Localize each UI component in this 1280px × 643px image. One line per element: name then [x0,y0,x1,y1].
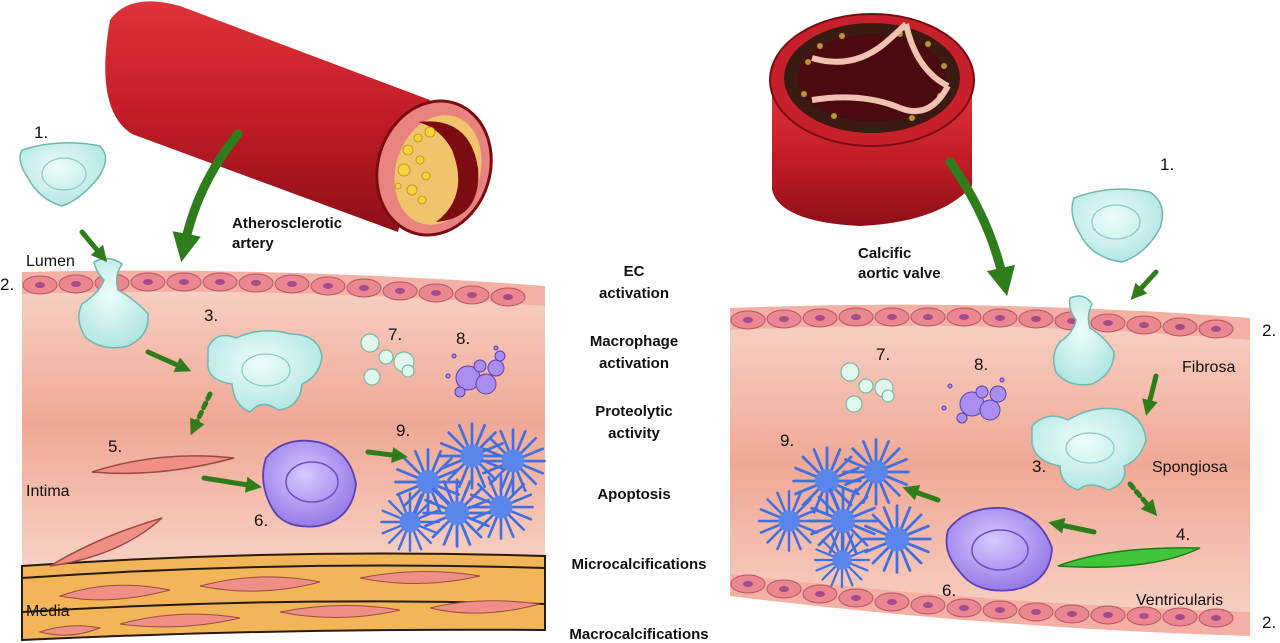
osteogenic-cell-right-6 [945,506,1053,592]
left-title-line2: artery [232,235,274,252]
right-step-2-top: 2. [1262,321,1276,340]
vesicles-left-7 [360,333,415,386]
step-macro-line2: activation [599,355,669,372]
label-media: Media [26,603,70,620]
media-layer [21,552,546,642]
monocyte-right-transmigrating [1053,295,1115,386]
step-ec-line1: EC [624,263,645,280]
step-ec-line2: activation [599,285,669,302]
macrophage-left-3 [207,330,323,413]
smooth-muscle-cell-left-5 [91,455,235,475]
endothelial-layer-left [22,270,545,307]
step-macrocalc: Macrocalcifications [569,626,708,643]
monocyte-left-transmigrating [78,257,149,349]
center-step-labels: EC activation Macrophage activation Prot… [569,263,708,643]
endothelial-layer-right-bottom [730,574,1250,636]
calcific-aortic-valve [769,13,975,226]
right-panel-labels: Calcific aortic valve Fibrosa Spongiosa … [780,155,1276,632]
right-step-2-bottom: 2. [1262,613,1276,632]
arrows-right [902,157,1159,535]
right-step-6: 6. [942,581,956,600]
step-macro-line1: Macrophage [590,333,678,350]
right-step-8: 8. [974,355,988,374]
right-step-4: 4. [1176,525,1190,544]
apoptotic-bodies-left-8 [445,345,506,398]
right-step-1: 1. [1160,155,1174,174]
left-title-line1: Atherosclerotic [232,215,342,232]
step-prot-line2: activity [608,425,660,442]
step-microcalc: Microcalcifications [571,556,706,573]
left-panel-labels: Atherosclerotic artery Lumen Intima Medi… [0,123,470,620]
right-step-7: 7. [876,345,890,364]
label-spongiosa: Spongiosa [1152,459,1228,476]
label-ventricularis: Ventricularis [1136,592,1223,609]
label-fibrosa: Fibrosa [1182,359,1235,376]
myofibroblast-right-4 [1057,547,1201,568]
left-step-3: 3. [204,306,218,325]
vesicles-right-7 [840,362,895,413]
arrows-left [79,129,408,493]
monocyte-left-1 [19,142,107,207]
left-step-2: 2. [0,275,14,294]
right-step-9: 9. [780,431,794,450]
right-title-line1: Calcific [858,245,911,262]
label-intima: Intima [26,483,70,500]
apoptotic-bodies-right-8 [941,377,1007,424]
right-title-line2: aortic valve [858,265,941,282]
atherosclerotic-artery [105,1,493,237]
step-apoptosis: Apoptosis [597,486,670,503]
endothelial-layer-right-top [730,304,1250,340]
macrophage-right-3 [1031,407,1147,491]
smooth-muscle-cell-left-lower [49,517,163,567]
left-step-9: 9. [396,421,410,440]
left-step-8: 8. [456,329,470,348]
label-lumen: Lumen [26,253,75,270]
left-step-7: 7. [388,325,402,344]
step-prot-line1: Proteolytic [595,403,673,420]
monocyte-right-1 [1071,188,1164,263]
osteogenic-cell-left-6 [262,439,357,528]
left-step-5: 5. [108,437,122,456]
right-step-3: 3. [1032,457,1046,476]
left-step-1: 1. [34,123,48,142]
left-step-6: 6. [254,511,268,530]
